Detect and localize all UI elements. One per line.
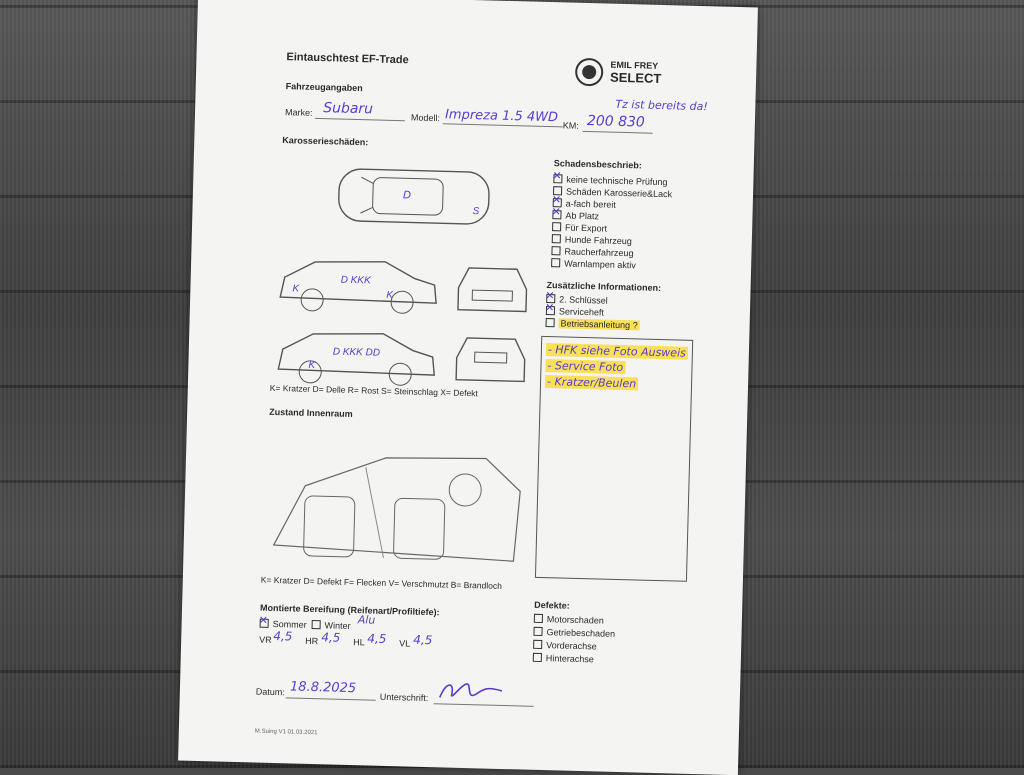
damage-item: Für Export [552, 222, 607, 234]
modell-label: Modell: [410, 112, 441, 124]
defect-item: Vorderachse [533, 639, 597, 651]
section-body-damage: Karosserieschäden: [282, 135, 369, 148]
extra-info-checklist: 2. Schlüssel Serviceheft Betriebsanleitu… [545, 294, 706, 331]
svg-text:D: D [403, 189, 411, 201]
defect-item: Motorschaden [533, 613, 604, 626]
inspection-form-sheet: Eintauschtest EF-Trade EMIL FREY SELECT … [178, 0, 758, 775]
damage-item: a-fach bereit [552, 198, 616, 210]
body-damage-legend: K= Kratzer D= Delle R= Rost S= Steinschl… [269, 382, 479, 399]
svg-text:K: K [308, 360, 316, 371]
car-top-view-diagram: D S [338, 168, 490, 225]
damage-item: Ab Platz [552, 210, 599, 221]
section-interior: Zustand Innenraum [269, 406, 353, 419]
tire-label: VR [259, 634, 272, 645]
defect-item: Getriebeschaden [533, 626, 615, 639]
note-line: - Kratzer/Beulen [544, 375, 639, 391]
svg-text:D KKK DD: D KKK DD [333, 346, 381, 358]
handwritten-note: Tz ist bereits da! [615, 97, 708, 114]
svg-text:D KKK: D KKK [341, 275, 373, 287]
svg-text:K: K [386, 290, 394, 301]
damage-checklist: keine technische Prüfung Schäden Karosse… [551, 174, 714, 270]
damage-item: Hunde Fahrzeug [551, 234, 632, 246]
extra-info-title: Zusätzliche Informationen: [546, 280, 662, 294]
extra-item: 2. Schlüssel [546, 294, 608, 306]
tire-label: HL [353, 637, 365, 648]
svg-text:S: S [472, 206, 479, 217]
section-vehicle: Fahrzeugangaben [285, 81, 363, 94]
interior-diagram [272, 457, 521, 562]
tire-value: 4,5 [273, 628, 293, 644]
damage-title: Schadensbeschrieb: [553, 158, 642, 171]
signature-label: Unterschrift: [379, 691, 429, 704]
logo-text-line2: SELECT [609, 69, 662, 86]
extra-item: Serviceheft [545, 306, 604, 318]
damage-item: Raucherfahrzeug [551, 246, 634, 258]
tire-winter-note: Alu [357, 613, 376, 627]
extra-item: Betriebsanleitung ? [545, 318, 640, 331]
emil-frey-logo: EMIL FREY SELECT [574, 55, 695, 92]
marke-value: Subaru [322, 100, 374, 118]
tire-value: 4,5 [413, 632, 433, 648]
tire-winter-option: Winter [311, 619, 351, 631]
datum-value: 18.8.2025 [289, 679, 357, 697]
car-side-view-diagram: K D KKK K [279, 261, 437, 314]
datum-label: Datum: [255, 686, 286, 698]
defects-checklist: Motorschaden Getriebeschaden Vorderachse… [532, 613, 684, 664]
car-rear-view-diagram [455, 337, 526, 383]
form-footer: M.Suing V1 01.03.2021 [254, 728, 318, 737]
section-tires: Montierte Bereifung (Reifenart/Profiltie… [259, 602, 440, 618]
car-front-view-diagram [457, 267, 528, 313]
note-line: - HFK siehe Foto Ausweis [545, 343, 689, 360]
damage-item: keine technische Prüfung [553, 174, 668, 187]
damage-item: Warnlampen aktiv [551, 258, 636, 270]
notes-box: - HFK siehe Foto Ausweis - Service Foto … [534, 335, 694, 582]
km-value: 200 830 [586, 113, 646, 131]
tire-value: 4,5 [321, 630, 341, 645]
form-title: Eintauschtest EF-Trade [286, 51, 409, 67]
defect-item: Hinterachse [532, 652, 594, 664]
damage-item: Schäden Karosserie&Lack [552, 186, 672, 199]
note-line: - Service Foto [545, 359, 626, 375]
km-label: KM: [562, 120, 579, 131]
defects-title: Defekte: [534, 599, 570, 611]
tire-value: 4,5 [367, 631, 387, 646]
tire-depths: VR 4,5 HR 4,5 HL 4,5 VL 4,5 [259, 629, 449, 654]
tire-label: HR [305, 635, 319, 647]
tire-label: VL [399, 638, 411, 649]
modell-value: Impreza 1.5 4WD [444, 107, 559, 126]
car-side-view-diagram-2: D KKK DD K [277, 333, 435, 386]
tire-summer-option: Sommer [259, 618, 307, 630]
svg-text:K: K [292, 283, 300, 294]
marke-label: Marke: [284, 107, 313, 118]
signature-scribble [439, 683, 503, 698]
